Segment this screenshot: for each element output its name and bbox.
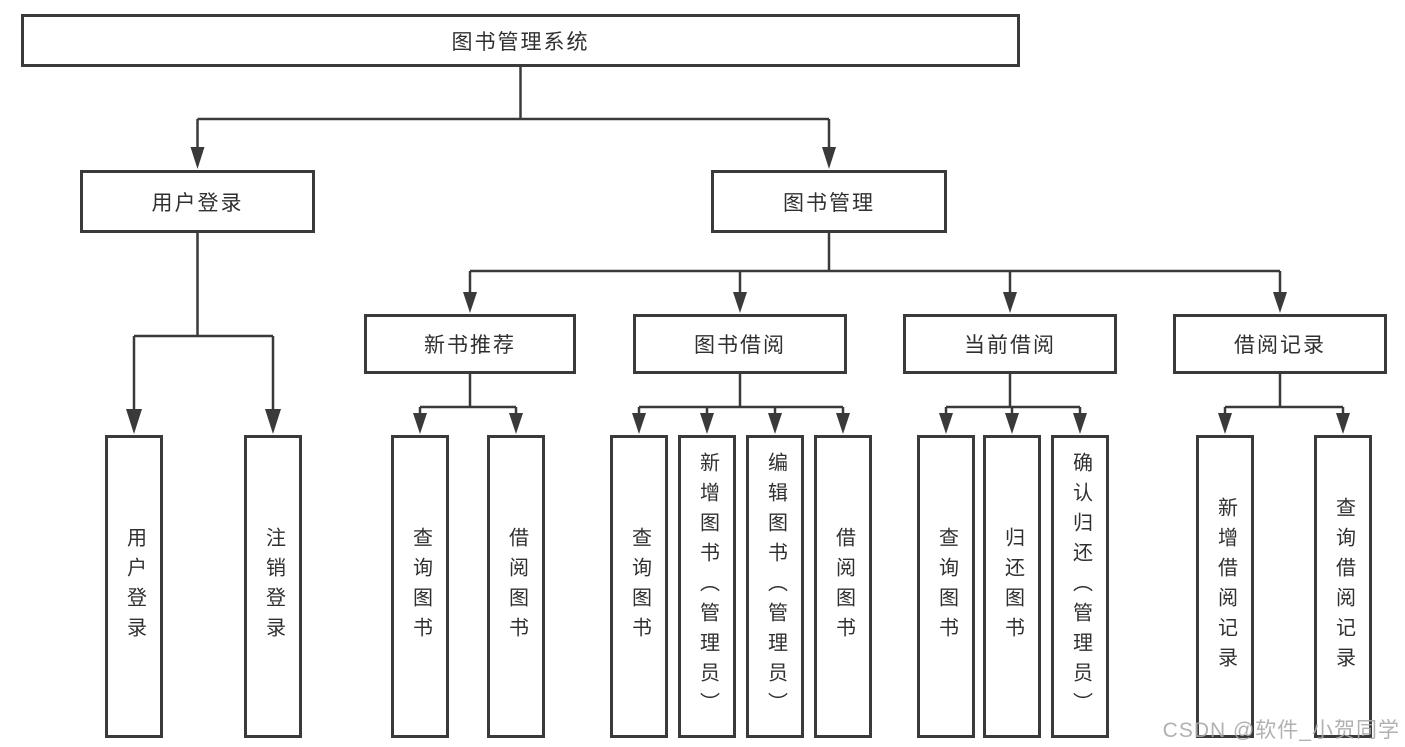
connector-newbook-to-leaves — [418, 373, 518, 417]
leaf-return-book: 归还图书 — [983, 435, 1041, 738]
leaf-label: 查询图书 — [409, 526, 432, 647]
leaf-label: 借阅图书 — [832, 526, 855, 647]
leaf-label: 注销登录 — [262, 526, 285, 647]
leaf-label: 用户登录 — [123, 526, 146, 647]
leaf-user-login: 用户登录 — [105, 435, 163, 738]
arrowheads-level2 — [190, 147, 836, 169]
leaf-label: 编辑图书（管理员） — [764, 451, 787, 722]
node-label: 图书管理系统 — [451, 30, 590, 54]
node-label: 图书借阅 — [694, 334, 786, 357]
connector-userlogin-to-leaves — [132, 232, 275, 412]
leaf-confirm-return-admin: 确认归还（管理员） — [1051, 435, 1109, 738]
leaf-label: 查询借阅记录 — [1332, 496, 1355, 677]
leaf-label: 借阅图书 — [505, 526, 528, 647]
node-borrow-records: 借阅记录 — [1173, 314, 1387, 374]
node-book-borrow: 图书借阅 — [633, 314, 847, 374]
node-root: 图书管理系统 — [21, 14, 1020, 67]
node-label: 当前借阅 — [964, 334, 1056, 357]
leaf-label: 查询图书 — [628, 526, 651, 647]
leaf-borrow-book-newrec: 借阅图书 — [487, 435, 545, 738]
arrowheads-userlogin-leaves — [126, 409, 281, 434]
node-label: 图书管理 — [783, 191, 875, 215]
leaf-query-book-borrow: 查询图书 — [610, 435, 668, 738]
node-user-login: 用户登录 — [80, 170, 315, 233]
leaf-borrow-book-borrow: 借阅图书 — [814, 435, 872, 738]
node-current-borrow: 当前借阅 — [903, 314, 1117, 374]
leaf-label: 查询图书 — [935, 526, 958, 647]
leaf-edit-book-admin: 编辑图书（管理员） — [746, 435, 804, 738]
leaf-add-book-admin: 新增图书（管理员） — [678, 435, 736, 738]
leaf-logout: 注销登录 — [244, 435, 302, 738]
connector-current-to-leaves — [944, 373, 1082, 417]
leaf-query-book-newrec: 查询图书 — [391, 435, 449, 738]
leaf-label: 归还图书 — [1001, 526, 1024, 647]
leaf-label: 确认归还（管理员） — [1069, 451, 1092, 722]
arrowheads-current-leaves — [939, 413, 1087, 434]
leaf-label: 新增借阅记录 — [1214, 496, 1237, 677]
watermark: CSDN @软件_小贺同学 — [1162, 719, 1400, 742]
connector-borrow-to-leaves — [637, 373, 845, 417]
arrowheads-newbook-leaves — [413, 413, 523, 434]
node-label: 新书推荐 — [424, 334, 516, 357]
arrowheads-level3 — [463, 292, 1287, 313]
node-label: 用户登录 — [151, 191, 244, 215]
leaf-query-book-current: 查询图书 — [917, 435, 975, 738]
connector-records-to-leaves — [1223, 373, 1345, 417]
connector-root-to-level2 — [196, 67, 831, 150]
node-book-mgmt: 图书管理 — [711, 170, 947, 233]
leaf-label: 新增图书（管理员） — [696, 451, 719, 722]
arrowheads-borrow-leaves — [632, 413, 850, 434]
node-new-book-rec: 新书推荐 — [364, 314, 576, 374]
arrowheads-records-leaves — [1218, 413, 1350, 434]
connector-bookmgmt-to-level3 — [468, 232, 1282, 295]
node-label: 借阅记录 — [1234, 334, 1326, 357]
leaf-query-borrow-record: 查询借阅记录 — [1314, 435, 1372, 738]
leaf-add-borrow-record: 新增借阅记录 — [1196, 435, 1254, 738]
